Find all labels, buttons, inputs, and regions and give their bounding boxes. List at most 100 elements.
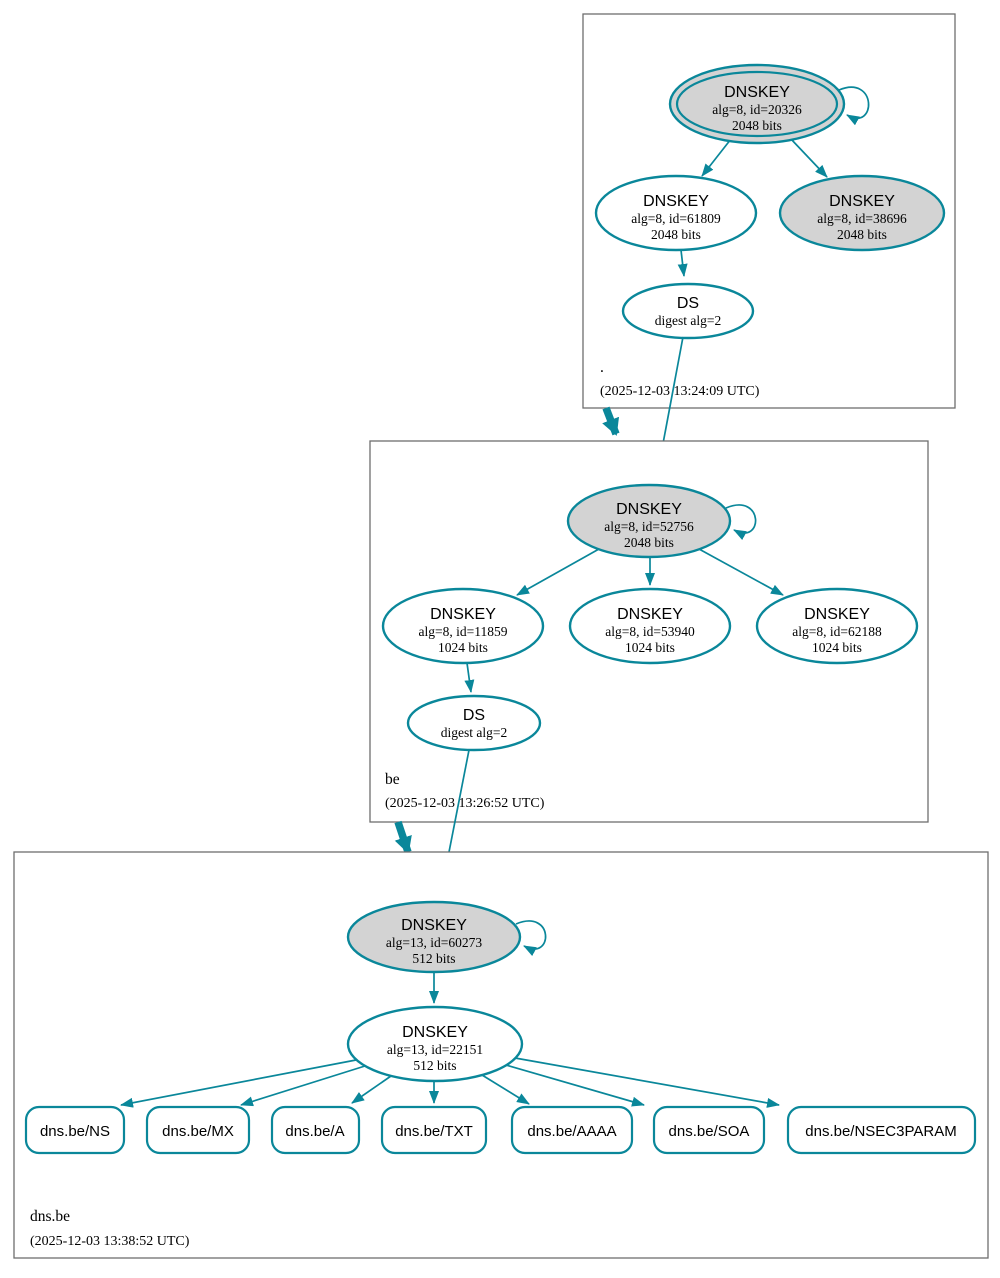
rrset-dnsbe-mx[interactable]: dns.be/MX: [145, 1105, 251, 1155]
be-zsk-mid-ellipse[interactable]: [568, 587, 732, 665]
root-standby-ksk-ellipse[interactable]: [778, 174, 946, 252]
be-zsk-right-bits: 1024 bits: [812, 640, 862, 655]
rrset-dnsbe-soa-label: dns.be/SOA: [669, 1123, 750, 1140]
be-zsk-right-title: DNSKEY: [804, 606, 870, 623]
edge-dnsbe-zsk-to-a: [351, 1075, 392, 1104]
root-zone-label: .: [600, 359, 604, 376]
be-zone-label: be: [385, 771, 400, 788]
be-zsk-mid-title: DNSKEY: [617, 606, 683, 623]
root-zsk-ellipse[interactable]: [594, 174, 758, 252]
root-ksk-outer-ellipse[interactable]: [668, 63, 846, 145]
root-standby-ksk-title: DNSKEY: [829, 193, 895, 210]
rrset-dnsbe-ns[interactable]: dns.be/NS: [24, 1105, 126, 1155]
rrset-dnsbe-aaaa-label: dns.be/AAAA: [527, 1123, 616, 1140]
rrset-dnsbe-soa-box[interactable]: [652, 1105, 766, 1155]
dnsbe-zsk-alg: alg=13, id=22151: [387, 1042, 483, 1057]
be-ksk-alg: alg=8, id=52756: [604, 519, 694, 534]
root-zsk-alg: alg=8, id=61809: [631, 211, 721, 226]
edge-dnsbe-ksk-self-loop: [515, 920, 547, 957]
be-zsk-mid-bits: 1024 bits: [625, 640, 675, 655]
be-zsk-left-node[interactable]: DNSKEY alg=8, id=11859 1024 bits: [381, 587, 545, 665]
rrset-dnsbe-nsec3param-box[interactable]: [786, 1105, 977, 1155]
be-zsk-left-title: DNSKEY: [430, 606, 496, 623]
edge-dnsbe-zsk-to-mx: [240, 1065, 366, 1107]
delegation-arrow-be-to-dnsbe: [394, 820, 412, 854]
root-standby-ksk-node[interactable]: DNSKEY alg=8, id=38696 2048 bits: [778, 174, 946, 252]
root-ksk-title: DNSKEY: [724, 84, 790, 101]
edge-be-ksk-to-zsk-right: [698, 548, 784, 596]
zone-be: DNSKEY alg=8, id=52756 2048 bits DNSKEY …: [369, 440, 929, 823]
root-standby-ksk-alg: alg=8, id=38696: [817, 211, 907, 226]
root-zsk-title: DNSKEY: [643, 193, 709, 210]
rrset-dnsbe-nsec3param[interactable]: dns.be/NSEC3PARAM: [786, 1105, 977, 1155]
be-ds-detail: digest alg=2: [441, 725, 507, 740]
be-ds-node[interactable]: DS digest alg=2: [406, 694, 542, 752]
be-ksk-node[interactable]: DNSKEY alg=8, id=52756 2048 bits: [566, 483, 732, 559]
edge-be-ksk-to-zsk-left: [516, 548, 600, 596]
rrset-dnsbe-txt-box[interactable]: [380, 1105, 488, 1155]
rrset-dnsbe-a-box[interactable]: [270, 1105, 361, 1155]
dnsbe-zsk-bits: 512 bits: [413, 1058, 456, 1073]
edge-be-ksk-self-loop: [725, 504, 757, 541]
dnsbe-zsk-ellipse[interactable]: [346, 1005, 524, 1083]
rrset-dnsbe-ns-box[interactable]: [24, 1105, 126, 1155]
be-ds-ellipse[interactable]: [406, 694, 542, 752]
rrset-dnsbe-txt-label: dns.be/TXT: [395, 1123, 473, 1140]
dnsbe-ksk-node[interactable]: DNSKEY alg=13, id=60273 512 bits: [346, 900, 522, 974]
rrset-dnsbe-aaaa[interactable]: dns.be/AAAA: [510, 1105, 634, 1155]
root-ds-ellipse[interactable]: [621, 282, 755, 340]
be-zsk-right-ellipse[interactable]: [755, 587, 919, 665]
be-ds-title: DS: [463, 707, 485, 724]
dnsbe-ksk-ellipse[interactable]: [346, 900, 522, 974]
zone-root: DNSKEY alg=8, id=20326 2048 bits DNSKEY …: [582, 13, 956, 409]
edge-root-ksk-to-zsk: [701, 138, 732, 177]
root-zsk-bits: 2048 bits: [651, 227, 701, 242]
rrset-dnsbe-mx-box[interactable]: [145, 1105, 251, 1155]
edge-dnsbe-zsk-to-ns: [120, 1059, 357, 1108]
be-ksk-bits: 2048 bits: [624, 535, 674, 550]
dnsbe-ksk-alg: alg=13, id=60273: [386, 935, 482, 950]
root-zsk-node[interactable]: DNSKEY alg=8, id=61809 2048 bits: [594, 174, 758, 252]
dnsbe-zone-label: dns.be: [30, 1208, 70, 1225]
edge-root-ksk-to-standby: [789, 137, 828, 178]
root-ksk-node[interactable]: DNSKEY alg=8, id=20326 2048 bits: [668, 63, 846, 145]
be-zone-timestamp: (2025-12-03 13:26:52 UTC): [385, 796, 545, 811]
dnsbe-zone-timestamp: (2025-12-03 13:38:52 UTC): [30, 1234, 190, 1249]
root-standby-ksk-bits: 2048 bits: [837, 227, 887, 242]
root-zone-timestamp: (2025-12-03 13:24:09 UTC): [600, 384, 760, 399]
be-zsk-mid-alg: alg=8, id=53940: [605, 624, 695, 639]
be-ksk-title: DNSKEY: [616, 501, 682, 518]
rrset-dnsbe-a-label: dns.be/A: [285, 1123, 344, 1140]
edge-dnsbe-zsk-to-aaaa: [481, 1074, 530, 1105]
dnsbe-ksk-title: DNSKEY: [401, 917, 467, 934]
be-zsk-right-node[interactable]: DNSKEY alg=8, id=62188 1024 bits: [755, 587, 919, 665]
rrset-dnsbe-soa[interactable]: dns.be/SOA: [652, 1105, 766, 1155]
root-ksk-inner-ellipse: [675, 70, 839, 138]
rrset-dnsbe-ns-label: dns.be/NS: [40, 1123, 110, 1140]
edge-dnsbe-zsk-to-nsec3param: [514, 1057, 780, 1108]
be-ksk-ellipse[interactable]: [566, 483, 732, 559]
rrset-dnsbe-aaaa-box[interactable]: [510, 1105, 634, 1155]
root-ds-detail: digest alg=2: [655, 313, 721, 328]
rrset-dnsbe-nsec3param-label: dns.be/NSEC3PARAM: [805, 1123, 956, 1140]
dnsbe-zsk-node[interactable]: DNSKEY alg=13, id=22151 512 bits: [346, 1005, 524, 1083]
zone-dnsbe: DNSKEY alg=13, id=60273 512 bits DNSKEY …: [13, 851, 989, 1259]
be-zsk-left-alg: alg=8, id=11859: [419, 624, 508, 639]
be-zsk-left-ellipse[interactable]: [381, 587, 545, 665]
rrset-dnsbe-mx-label: dns.be/MX: [162, 1123, 234, 1140]
edge-root-zsk-to-ds: [677, 249, 688, 277]
edge-be-zsk-to-ds: [464, 662, 475, 693]
root-ksk-alg: alg=8, id=20326: [712, 102, 802, 117]
dnsbe-ksk-bits: 512 bits: [412, 951, 455, 966]
be-zsk-right-alg: alg=8, id=62188: [792, 624, 882, 639]
dnsbe-zsk-title: DNSKEY: [402, 1024, 468, 1041]
root-ds-node[interactable]: DS digest alg=2: [621, 282, 755, 340]
root-ksk-bits: 2048 bits: [732, 118, 782, 133]
be-zsk-mid-node[interactable]: DNSKEY alg=8, id=53940 1024 bits: [568, 587, 732, 665]
rrset-dnsbe-txt[interactable]: dns.be/TXT: [380, 1105, 488, 1155]
edge-dnsbe-zsk-to-soa: [505, 1064, 645, 1107]
root-ds-title: DS: [677, 295, 699, 312]
rrset-dnsbe-a[interactable]: dns.be/A: [270, 1105, 361, 1155]
